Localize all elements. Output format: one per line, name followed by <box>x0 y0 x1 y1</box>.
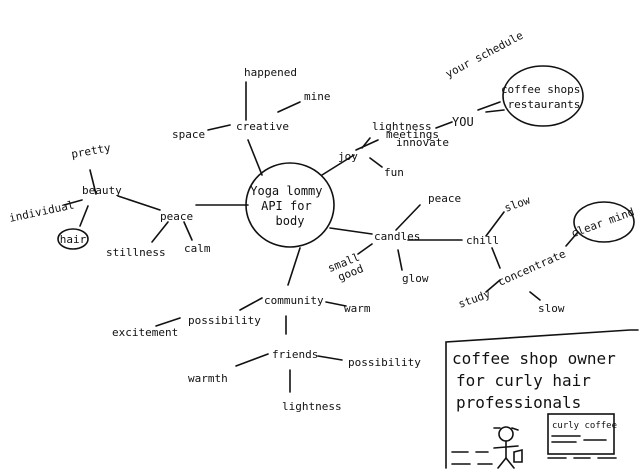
word-friends: friends <box>272 348 318 361</box>
word-candles: candles <box>374 230 420 243</box>
word-stillness: stillness <box>106 246 166 259</box>
word-small-good: small good <box>326 248 372 286</box>
center-topic: Yoga lommy API for body <box>250 184 329 228</box>
word-lightness-bottom: lightness <box>282 400 342 413</box>
word-beauty: beauty <box>82 184 122 197</box>
panel-title-line-1: coffee shop owner <box>452 349 616 368</box>
word-pretty: pretty <box>70 141 112 161</box>
word-happened: happened <box>244 66 297 79</box>
word-warmth: warmth <box>188 372 228 385</box>
center-line-3: body <box>276 214 305 228</box>
center-line-2: API for <box>261 199 312 213</box>
connector-lines <box>63 81 579 393</box>
word-your-schedule: your schedule <box>443 29 525 81</box>
word-slow-bottom: slow <box>538 302 565 315</box>
coffee-shop-panel: coffee shop owner for curly hair profess… <box>445 329 639 469</box>
coffee-shops-line-1: coffee shops <box>501 83 580 96</box>
word-peace-left: peace <box>160 210 193 223</box>
word-peace-right: peace <box>428 192 461 205</box>
panel-title-line-2: for curly hair <box>456 371 591 390</box>
word-innovate: innovate <box>396 136 449 149</box>
word-slow-top: slow <box>503 193 533 214</box>
word-calm: calm <box>184 242 211 255</box>
center-line-1: Yoga lommy <box>250 184 322 198</box>
word-glow: glow <box>402 272 429 285</box>
word-mine: mine <box>304 90 331 103</box>
word-joy: joy <box>338 150 358 163</box>
word-chill: chill <box>466 234 499 247</box>
word-coffee-shops: coffee shops restaurants <box>501 83 587 111</box>
word-possibility-left: possibility <box>188 314 261 327</box>
word-excitement: excitement <box>112 326 178 339</box>
word-individual: individual <box>8 198 75 224</box>
word-possibility-right: possibility <box>348 356 421 369</box>
word-study: study <box>457 287 493 311</box>
word-meetings: meetings <box>386 128 439 141</box>
word-fun: fun <box>384 166 404 179</box>
clear-mind-circle <box>573 201 635 243</box>
panel-title: coffee shop owner for curly hair profess… <box>452 349 625 412</box>
coffee-shops-line-2: restaurants <box>508 98 581 111</box>
word-lightness-top: lightness <box>372 120 432 133</box>
panel-title-line-3: professionals <box>456 393 581 412</box>
word-space: space <box>172 128 205 141</box>
center-circle <box>245 162 335 248</box>
hair-circle <box>57 228 89 250</box>
word-warm: warm <box>344 302 371 315</box>
word-creative: creative <box>236 120 289 133</box>
shop-sign-text: curly coffee <box>552 421 617 431</box>
word-hair: hair <box>60 233 87 246</box>
shop-sign-icon: curly coffee <box>451 413 617 465</box>
coffee-shops-circle <box>502 65 584 127</box>
word-community: community <box>264 294 324 307</box>
word-concentrate: concentrate <box>496 247 568 289</box>
word-you: YOU <box>452 115 474 129</box>
stick-figure-icon <box>493 426 523 469</box>
